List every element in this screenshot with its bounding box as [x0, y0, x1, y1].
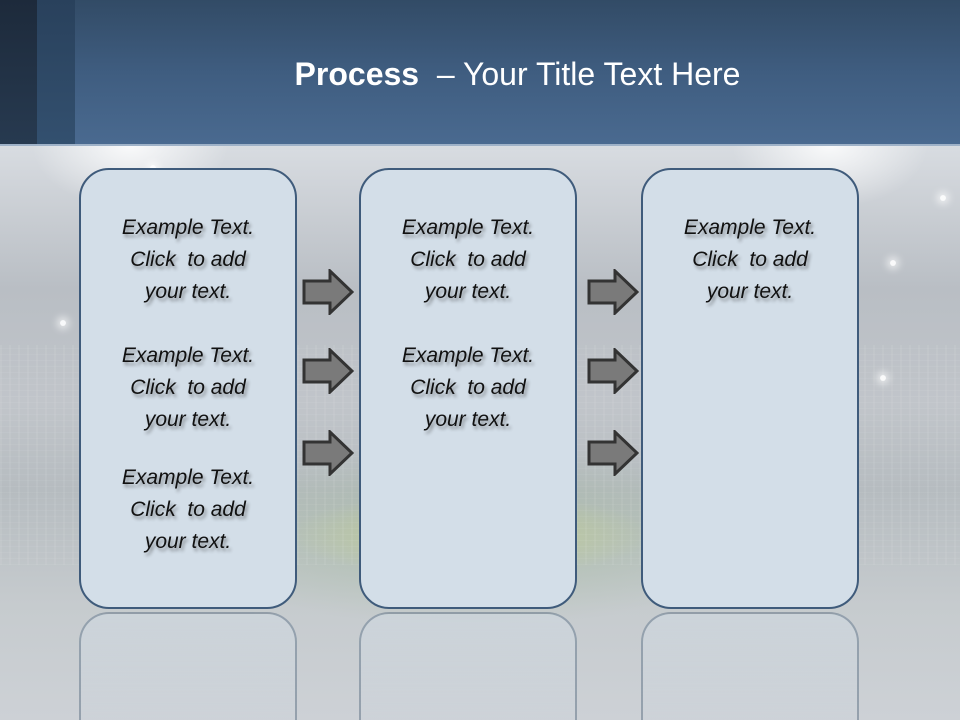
- step-text[interactable]: Example Text. Click to add your text.: [81, 212, 295, 308]
- header-divider: [0, 144, 960, 146]
- light-flare: [890, 260, 896, 266]
- header-accent-stripe: [0, 0, 37, 145]
- text-line: Click to add: [130, 248, 246, 271]
- step-text[interactable]: Example Text. Click to add your text.: [643, 212, 857, 308]
- text-line: Example Text.: [121, 216, 255, 239]
- process-step-box-3[interactable]: Example Text. Click to add your text.: [641, 168, 859, 609]
- text-line: Example Text.: [683, 216, 817, 239]
- text-line: Click to add: [130, 376, 246, 399]
- title-bar: Process – Your Title Text Here: [0, 0, 960, 145]
- right-arrow-icon: [587, 348, 639, 394]
- text-line: Example Text.: [121, 344, 255, 367]
- box-reflection: [641, 612, 859, 720]
- text-line: your text.: [424, 408, 512, 431]
- text-line: your text.: [706, 280, 794, 303]
- light-flare: [60, 320, 66, 326]
- text-line: Click to add: [692, 248, 808, 271]
- title-bold: Process: [294, 56, 420, 92]
- text-line: your text.: [144, 408, 232, 431]
- right-arrow-icon: [587, 269, 639, 315]
- right-arrow-icon: [302, 430, 354, 476]
- text-line: Click to add: [130, 498, 246, 521]
- text-line: your text.: [144, 530, 232, 553]
- title-rest: – Your Title Text Here: [419, 56, 741, 92]
- box-reflection: [79, 612, 297, 720]
- text-line: Example Text.: [401, 216, 535, 239]
- text-line: Click to add: [410, 248, 526, 271]
- step-text[interactable]: Example Text. Click to add your text.: [361, 212, 575, 308]
- text-line: Example Text.: [401, 344, 535, 367]
- text-line: your text.: [424, 280, 512, 303]
- slide-title[interactable]: Process – Your Title Text Here: [75, 52, 960, 96]
- process-step-box-2[interactable]: Example Text. Click to add your text. Exam…: [359, 168, 577, 609]
- step-text[interactable]: Example Text. Click to add your text.: [81, 340, 295, 436]
- right-arrow-icon: [302, 269, 354, 315]
- light-flare: [940, 195, 946, 201]
- text-line: Example Text.: [121, 466, 255, 489]
- right-arrow-icon: [587, 430, 639, 476]
- process-step-box-1[interactable]: Example Text. Click to add your text. Exam…: [79, 168, 297, 609]
- right-arrow-icon: [302, 348, 354, 394]
- header-accent-stripe: [37, 0, 75, 145]
- box-reflection: [359, 612, 577, 720]
- text-line: your text.: [144, 280, 232, 303]
- text-line: Click to add: [410, 376, 526, 399]
- step-text[interactable]: Example Text. Click to add your text.: [361, 340, 575, 436]
- step-text[interactable]: Example Text. Click to add your text.: [81, 462, 295, 558]
- light-flare: [880, 375, 886, 381]
